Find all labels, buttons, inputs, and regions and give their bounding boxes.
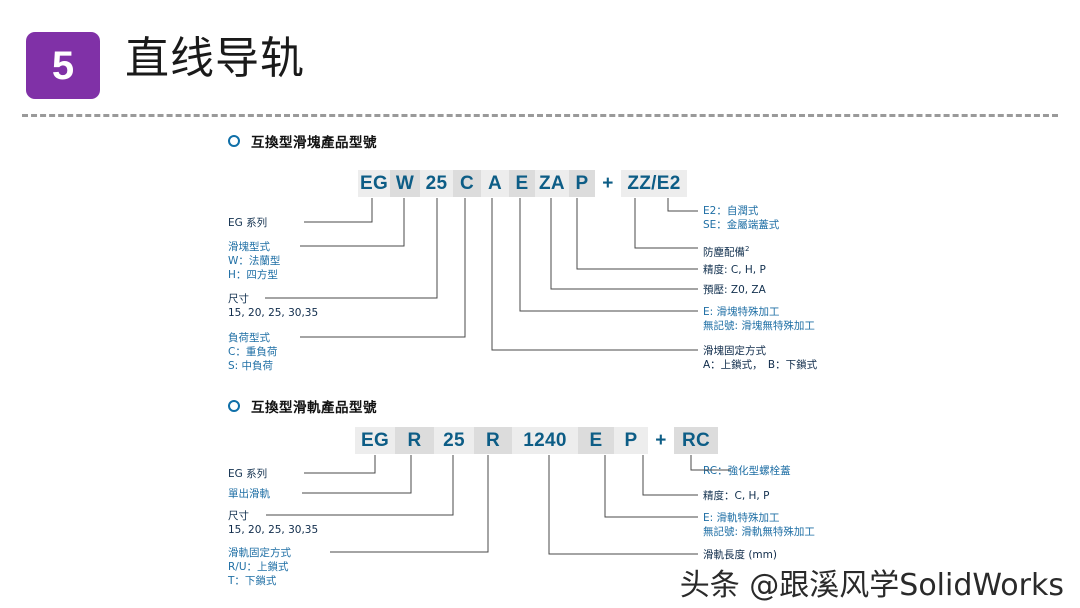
code-separator-plus: + — [602, 172, 614, 194]
code-segment[interactable]: 25 — [420, 170, 453, 197]
circle-outline-icon — [228, 135, 240, 147]
footnote-marker: 2 — [745, 245, 750, 253]
section-heading-1: 互換型滑塊產品型號 — [228, 131, 377, 151]
code-segment[interactable]: R — [474, 427, 512, 454]
section-number-badge: 5 — [26, 32, 100, 99]
annotation-left: 單出滑軌 — [228, 488, 270, 500]
header-divider — [22, 114, 1058, 117]
annotation-right: E: 滑軌特殊加工 無記號: 滑軌無特殊加工 — [703, 512, 815, 538]
code-segment[interactable]: C — [453, 170, 481, 197]
annotation-right: E: 滑塊特殊加工 無記號: 滑塊無特殊加工 — [703, 306, 815, 332]
code-segment[interactable]: RC — [674, 427, 718, 454]
watermark-attribution: 头条 @跟溪风学SolidWorks — [679, 568, 1064, 603]
code-segment[interactable]: E — [578, 427, 614, 454]
annotation-right: RC：強化型螺栓蓋 — [703, 465, 791, 477]
code-segment[interactable]: ZZ/E2 — [621, 170, 687, 197]
code-segment[interactable]: P — [614, 427, 648, 454]
annotation-left: EG 系列 — [228, 468, 268, 480]
annotation-left: EG 系列 — [228, 217, 268, 229]
code-segment[interactable]: EG — [358, 170, 390, 197]
section-number: 5 — [51, 43, 75, 88]
annotation-right: 精度：C, H, P — [703, 490, 770, 502]
code-segment[interactable]: E — [509, 170, 535, 197]
section-heading-2-label: 互換型滑軌產品型號 — [251, 400, 377, 416]
code-segment[interactable]: R — [395, 427, 434, 454]
section-heading-2: 互換型滑軌產品型號 — [228, 396, 377, 416]
annotation-left: 尺寸 15, 20, 25, 30,35 — [228, 510, 319, 536]
page-title: 直线导轨 — [125, 33, 305, 84]
annotation-right: 精度: C, H, P — [703, 264, 766, 276]
code-segment[interactable]: P — [569, 170, 595, 197]
code-segment[interactable]: 1240 — [512, 427, 578, 454]
model-code-row-1: EG W 25 C A E ZA P + ZZ/E2 — [358, 170, 687, 197]
annotation-right: 預壓: Z0, ZA — [703, 284, 766, 296]
circle-outline-icon — [228, 400, 240, 412]
annotation-left: 尺寸 15, 20, 25, 30,35 — [228, 293, 319, 319]
code-separator-plus: + — [655, 429, 667, 451]
annotation-right: 滑塊固定方式 A：上鎖式， B：下鎖式 — [703, 345, 818, 371]
code-segment[interactable]: W — [390, 170, 420, 197]
code-segment[interactable]: A — [481, 170, 509, 197]
slide-header: 5 直线导轨 — [0, 0, 1080, 110]
section-heading-1-label: 互換型滑塊產品型號 — [251, 135, 377, 151]
model-code-row-2: EG R 25 R 1240 E P + RC — [355, 427, 718, 454]
annotation-right: E2：自潤式 SE：金屬端蓋式 — [703, 205, 780, 231]
annotation-right: 滑軌長度 (mm) — [703, 549, 777, 561]
annotation-left: 滑塊型式 W：法蘭型 H：四方型 — [228, 241, 281, 281]
annotation-right: 防塵配備2 — [703, 245, 750, 259]
code-segment[interactable]: 25 — [434, 427, 474, 454]
annotation-left: 滑軌固定方式 R/U：上鎖式 T：下鎖式 — [228, 547, 291, 587]
annotation-left: 負荷型式 C：重負荷 S: 中負荷 — [228, 332, 278, 372]
code-segment[interactable]: EG — [355, 427, 395, 454]
code-segment[interactable]: ZA — [535, 170, 569, 197]
